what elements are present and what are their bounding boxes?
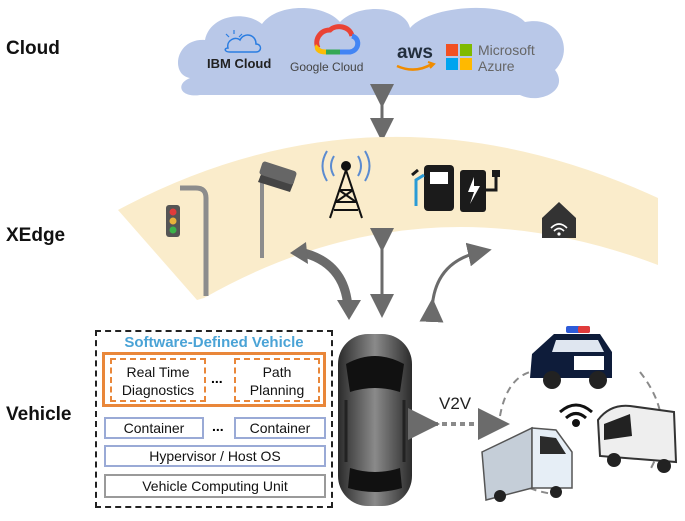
wifi-icon bbox=[559, 403, 593, 427]
sdv-app-frame bbox=[102, 352, 326, 407]
bus-icon bbox=[596, 404, 678, 473]
microsoft-label: Microsoft bbox=[478, 42, 535, 58]
real-time-diagnostics-box: Real Time Diagnostics bbox=[110, 358, 206, 402]
xedge-band bbox=[118, 136, 658, 300]
cctv-camera-icon bbox=[258, 161, 297, 258]
container-box-1: Container bbox=[104, 417, 204, 439]
container-box-2: Container bbox=[234, 417, 326, 439]
path-planning-box: Path Planning bbox=[234, 358, 320, 402]
v2v-label: V2V bbox=[439, 394, 472, 413]
ev-charger-icon bbox=[460, 170, 500, 212]
police-car-icon bbox=[530, 326, 612, 389]
ibm-cloud-logo bbox=[224, 30, 262, 53]
ibm-cloud-label: IBM Cloud bbox=[207, 56, 272, 71]
microsoft-logo bbox=[446, 44, 472, 70]
cloud-layer-label: Cloud bbox=[6, 38, 60, 59]
real-time-diagnostics-line1: Real Time bbox=[126, 364, 190, 380]
real-time-diagnostics-line2: Diagnostics bbox=[121, 382, 195, 398]
aws-label: aws bbox=[397, 42, 433, 63]
smart-home-icon bbox=[542, 202, 576, 238]
app-ellipsis: ... bbox=[211, 370, 223, 386]
path-planning-line1: Path bbox=[262, 364, 292, 380]
fuel-pump-icon bbox=[411, 165, 454, 211]
xedge-layer-label: XEdge bbox=[6, 225, 66, 246]
path-planning-line2: Planning bbox=[249, 382, 305, 398]
offload-curved-arrow bbox=[298, 247, 353, 309]
delivery-truck-icon bbox=[481, 426, 573, 502]
sdv-outer-box bbox=[95, 330, 333, 508]
hypervisor-box: Hypervisor / Host OS bbox=[104, 445, 326, 467]
vehicle-computing-unit-box: Vehicle Computing Unit bbox=[104, 474, 326, 498]
vehicle-layer-label: Vehicle bbox=[6, 404, 72, 425]
google-cloud-label: Google Cloud bbox=[290, 60, 364, 74]
cloud-icon bbox=[178, 7, 564, 99]
edge-response-arrow bbox=[419, 242, 492, 323]
cell-tower-icon bbox=[321, 150, 371, 219]
azure-label: Azure bbox=[478, 58, 515, 74]
aws-smile-icon bbox=[396, 62, 433, 71]
sdv-title: Software-Defined Vehicle bbox=[124, 334, 304, 351]
car-icon bbox=[338, 334, 412, 506]
traffic-light-icon bbox=[166, 185, 209, 296]
google-cloud-logo bbox=[314, 24, 361, 55]
container-ellipsis: ... bbox=[212, 418, 224, 434]
